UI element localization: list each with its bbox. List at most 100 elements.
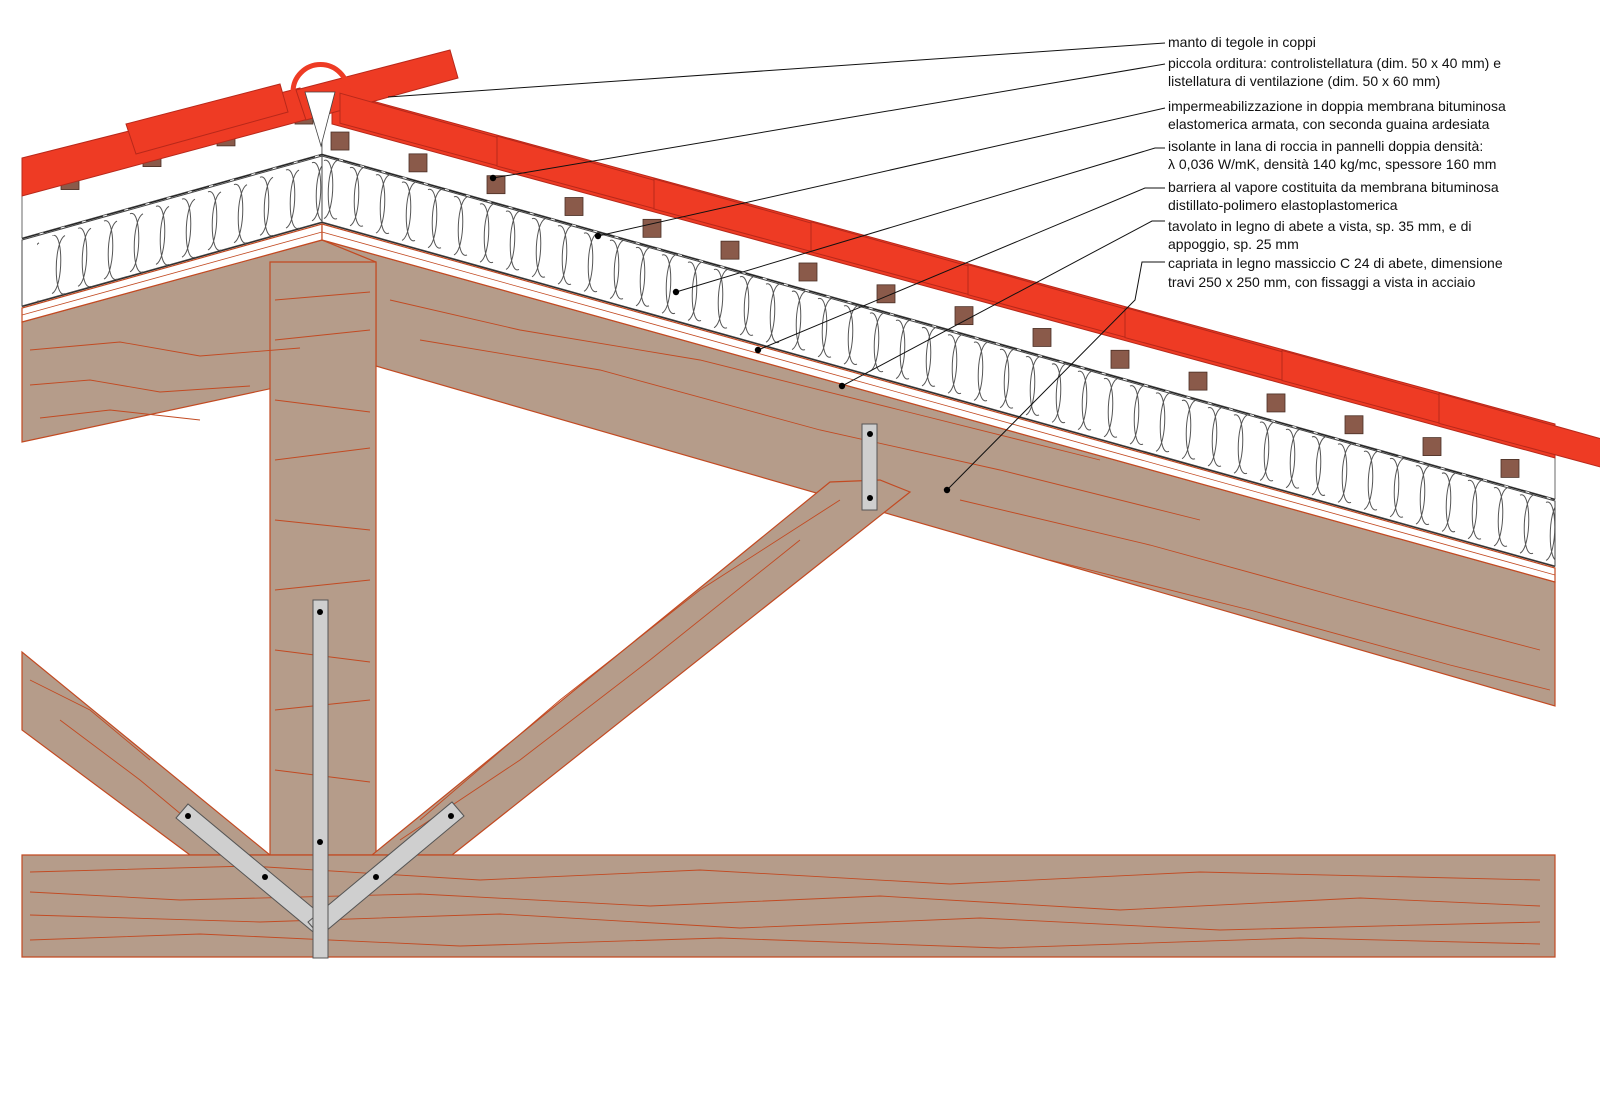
insulation-coil <box>739 276 754 336</box>
insulation-coil <box>1337 443 1352 503</box>
label-battens-line1: piccola orditura: controlistellatura (di… <box>1168 55 1501 71</box>
batten <box>1032 328 1052 347</box>
batten <box>564 197 584 216</box>
label-planking-line1: tavolato in legno di abete a vista, sp. … <box>1168 218 1472 234</box>
label-insulation-line2: λ 0,036 W/mK, densità 140 kg/mc, spessor… <box>1168 156 1496 172</box>
insulation-coil <box>285 169 300 229</box>
insulation-coil <box>921 327 936 387</box>
leader-dot <box>838 382 846 390</box>
insulation-coil <box>1441 472 1456 532</box>
svg-text:impermeabilizzazione in doppia: impermeabilizzazione in doppia membrana … <box>1168 98 1506 114</box>
insulation-coil <box>1285 429 1300 489</box>
svg-text:distillato-polimero elastoplas: distillato-polimero elastoplastomerica <box>1168 197 1398 213</box>
insulation-coil <box>1493 487 1508 547</box>
bolt <box>448 813 454 819</box>
bolt <box>317 609 323 615</box>
label-membrane-line1: impermeabilizzazione in doppia membrana … <box>1168 98 1506 114</box>
insulation-coil <box>973 341 988 401</box>
leader-lines <box>387 42 1166 494</box>
leader-tiles <box>387 42 1166 98</box>
bolt <box>185 813 191 819</box>
insulation-coil <box>869 312 884 372</box>
insulation-coil <box>1207 407 1222 467</box>
insulation-coil <box>1363 451 1378 511</box>
strut-right <box>370 479 912 856</box>
insulation-coil <box>1181 400 1196 460</box>
insulation-coil <box>531 218 546 278</box>
steel-fixings <box>175 423 878 959</box>
label-truss-line1: capriata in legno massiccio C 24 di abet… <box>1168 255 1503 271</box>
label-battens-line2: listellatura di ventilazione (dim. 50 x … <box>1168 73 1440 89</box>
steel-plate-upper <box>861 423 878 511</box>
leader-dot <box>489 174 497 182</box>
insulation-coil <box>635 247 650 307</box>
insulation-coil <box>401 181 416 241</box>
leader-truss <box>946 261 1165 491</box>
insulation-coil <box>713 269 728 329</box>
insulation-coil <box>103 220 118 280</box>
insulation-coil <box>51 235 66 295</box>
planking-right <box>321 223 1556 583</box>
insulation-coil <box>207 191 222 251</box>
batten <box>642 218 662 238</box>
leader-membrane <box>597 107 1166 237</box>
leader-dot <box>754 346 762 354</box>
insulation-coil <box>129 213 144 273</box>
svg-text:manto di tegole in coppi: manto di tegole in coppi <box>1168 34 1316 50</box>
batten <box>1110 349 1130 369</box>
insulation-coil <box>999 349 1014 409</box>
label-vapour-barrier-line1: barriera al vapore costituita da membran… <box>1168 179 1499 195</box>
insulation-coil <box>311 162 322 222</box>
insulation-coil <box>479 203 494 263</box>
insulation-coil <box>427 189 442 249</box>
insulation-coil <box>1311 436 1326 496</box>
bolt <box>317 839 323 845</box>
leader-vapour-barrier <box>757 187 1165 351</box>
leader-dot <box>594 232 602 240</box>
batten <box>1500 459 1520 478</box>
leader-insulation <box>675 147 1165 293</box>
insulation-coil <box>1545 501 1555 561</box>
tile-overlap <box>1438 392 1600 468</box>
leader-planking <box>841 220 1165 387</box>
insulation-coil <box>557 225 572 285</box>
label-truss-line2: travi 250 x 250 mm, con fissaggi a vista… <box>1168 274 1476 290</box>
svg-text:tavolato in legno di abete a v: tavolato in legno di abete a vista, sp. … <box>1168 218 1472 234</box>
insulation-coil <box>1233 414 1248 474</box>
insulation-coil <box>947 334 962 394</box>
insulation-coil <box>259 176 274 236</box>
batten <box>1422 437 1442 456</box>
planking-joint-left <box>21 231 323 316</box>
insulation-coil <box>609 240 624 300</box>
svg-text:isolante in lana di roccia in: isolante in lana di roccia in pannelli d… <box>1168 138 1483 154</box>
leader-battens <box>492 63 1166 179</box>
insulation-coil <box>155 205 170 265</box>
batten <box>954 306 974 326</box>
insulation-coil <box>1051 363 1066 423</box>
insulation-coil <box>817 298 832 358</box>
label-membrane-line2: elastomerica armata, con seconda guaina … <box>1168 116 1490 132</box>
svg-text:barriera al vapore costituita: barriera al vapore costituita da membran… <box>1168 179 1499 195</box>
bolt <box>867 495 873 501</box>
batten <box>798 262 818 282</box>
insulation-coil <box>1389 458 1404 518</box>
annotation-labels: manto di tegole in coppi piccola orditur… <box>1168 34 1506 290</box>
planking-joint-right <box>321 231 1556 576</box>
svg-text:listellatura di ventilazione (: listellatura di ventilazione (dim. 50 x … <box>1168 73 1440 89</box>
bolt <box>373 874 379 880</box>
batten <box>1344 415 1364 435</box>
svg-text:appoggio, sp. 25 mm: appoggio, sp. 25 mm <box>1168 236 1299 252</box>
svg-text:piccola orditura: controlistel: piccola orditura: controlistellatura (di… <box>1168 55 1501 71</box>
insulation-coil <box>661 254 676 314</box>
svg-text:λ 0,036 W/mK, densità 140 kg/m: λ 0,036 W/mK, densità 140 kg/mc, spessor… <box>1168 156 1496 172</box>
tile-overlap <box>125 83 289 155</box>
label-insulation-line1: isolante in lana di roccia in pannelli d… <box>1168 138 1483 154</box>
label-planking-line2: appoggio, sp. 25 mm <box>1168 236 1299 252</box>
svg-text:elastomerica armata, con secon: elastomerica armata, con seconda guaina … <box>1168 116 1490 132</box>
insulation-coil <box>583 232 598 292</box>
insulation-coil <box>375 174 390 234</box>
batten <box>330 131 350 151</box>
label-vapour-barrier-line2: distillato-polimero elastoplastomerica <box>1168 197 1398 213</box>
insulation-coil <box>505 210 520 271</box>
